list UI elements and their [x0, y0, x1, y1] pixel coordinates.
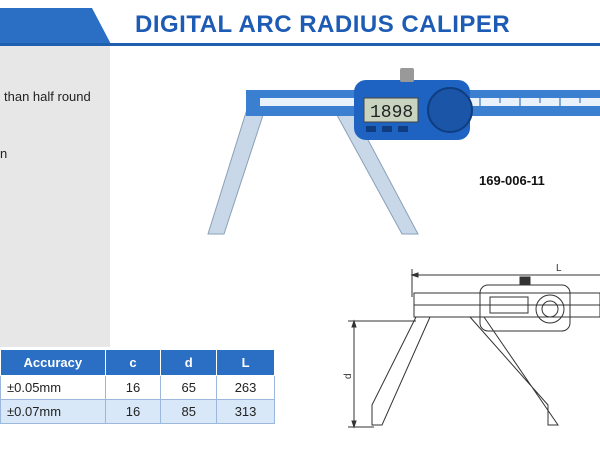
- depth-label: d: [343, 373, 354, 379]
- table-row: ±0.07mm 16 85 313: [0, 399, 275, 424]
- cell-l: 263: [216, 375, 275, 400]
- length-label: L: [556, 263, 562, 274]
- header-accuracy: Accuracy: [0, 349, 106, 376]
- cell-d: 65: [160, 375, 218, 400]
- cell-accuracy: ±0.05mm: [0, 375, 106, 400]
- cell-l: 313: [216, 399, 275, 424]
- table-row: ±0.05mm 16 65 263: [0, 375, 275, 400]
- left-panel: [0, 46, 110, 347]
- spec-table: Accuracy c d L ±0.05mm 16 65 263 ±0.07mm…: [0, 349, 275, 424]
- header-d: d: [160, 349, 218, 376]
- caliper-photo: 1898: [207, 68, 600, 235]
- table-header-row: Accuracy c d L: [0, 349, 275, 376]
- cell-c: 16: [104, 399, 162, 424]
- header-tab: [0, 8, 110, 46]
- cell-accuracy: ±0.07mm: [0, 399, 106, 424]
- cell-d: 85: [160, 399, 218, 424]
- product-code: 169-006-11: [479, 173, 545, 188]
- header-c: c: [104, 349, 162, 376]
- cell-c: 16: [104, 375, 162, 400]
- description-text-2: n: [0, 146, 8, 161]
- description-text: than half round: [4, 89, 91, 104]
- display-readout: 1898: [370, 103, 413, 123]
- dimension-drawing: L d: [343, 263, 600, 429]
- header-l: L: [216, 349, 275, 376]
- header-rule: [0, 43, 600, 46]
- page-title: DIGITAL ARC RADIUS CALIPER: [135, 11, 511, 38]
